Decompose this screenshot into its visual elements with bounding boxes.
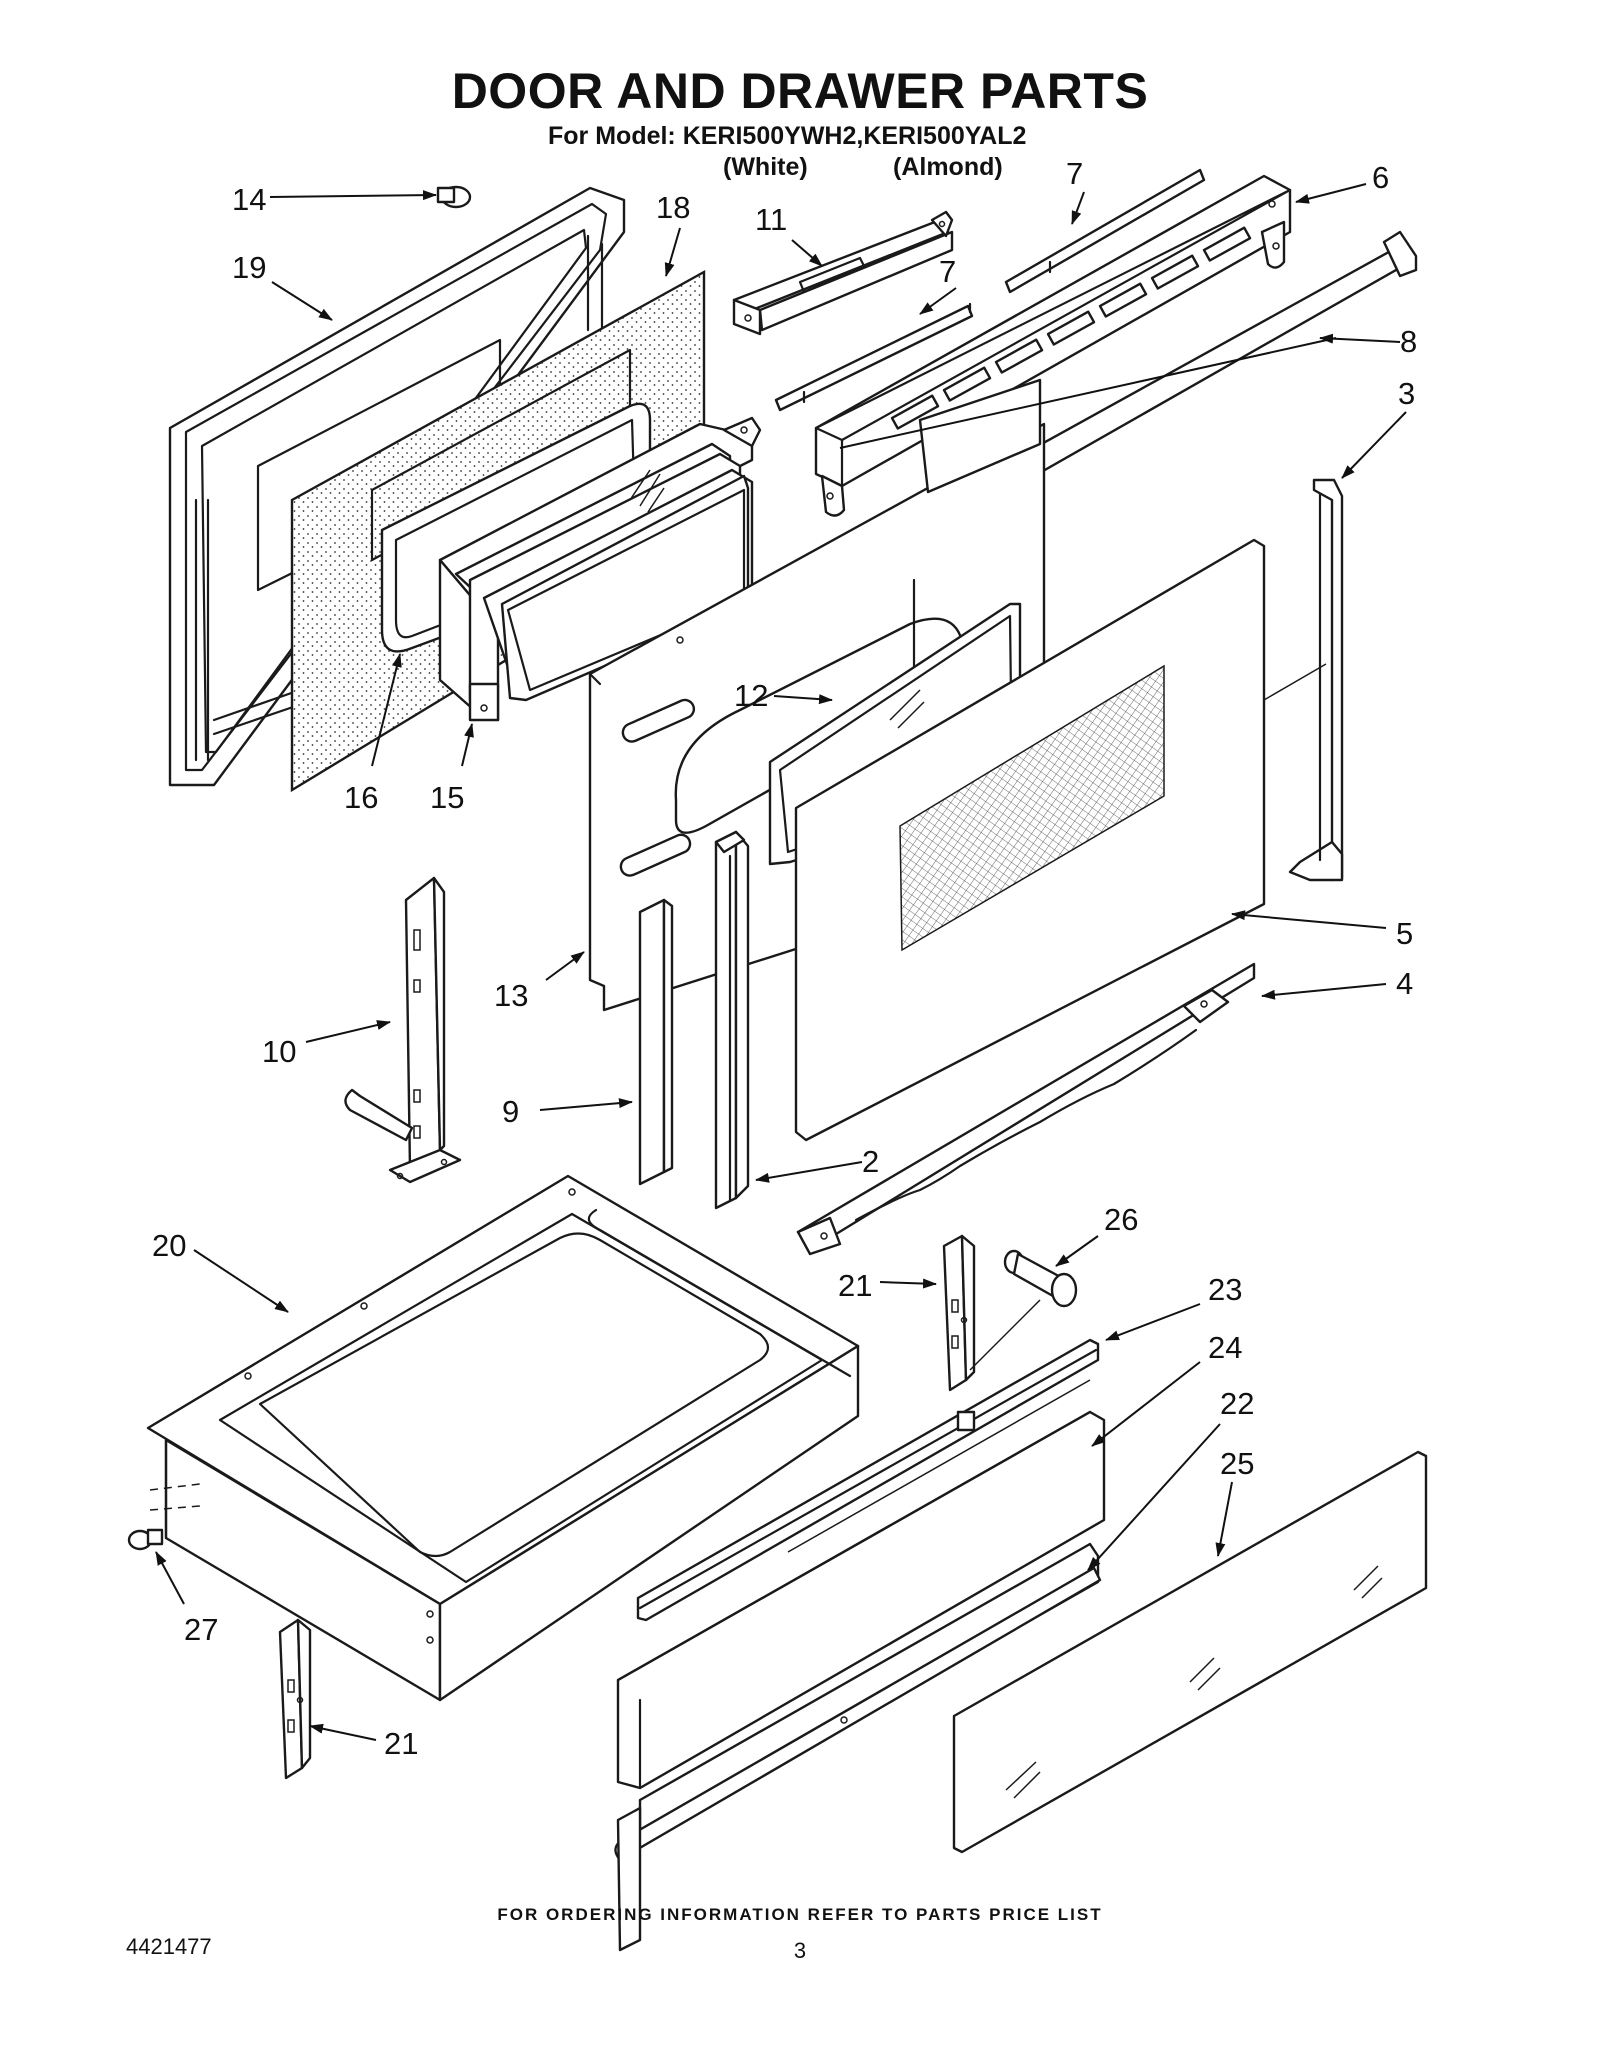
callout-2: 2: [862, 1144, 879, 1179]
outer-door-glass-part: [794, 538, 1266, 1142]
hinge-pin-part: [774, 168, 1206, 412]
callout-26: 26: [1104, 1202, 1138, 1237]
drawer-front-panel-part: [616, 1379, 1106, 1790]
callout-20: 20: [152, 1228, 186, 1263]
drawer-rail-part: [636, 1338, 1100, 1622]
model-line: For Model: KERI500YWH2,KERI500YAL2: [548, 122, 1027, 150]
door-bumper-part: [436, 185, 472, 209]
drawer-glide-part: [969, 1249, 1078, 1371]
callout-9: 9: [502, 1094, 519, 1129]
drawer-slide-right-part: [942, 1234, 976, 1392]
callout-22: 22: [1220, 1386, 1254, 1421]
document-number: 4421477: [126, 1934, 212, 1959]
door-channel-part: [714, 830, 750, 1210]
callout-numbers: 14 19 18 11 7 7 6 8 3 12 16 15 5 4 13 10…: [152, 156, 1417, 1761]
door-side-trim-right-part: [1263, 478, 1344, 882]
callout-13: 13: [494, 978, 528, 1013]
callout-21b: 21: [384, 1726, 418, 1761]
callout-10: 10: [262, 1034, 296, 1069]
variant-almond-label: (Almond): [893, 153, 1003, 181]
drawer-body-part: [146, 1174, 860, 1702]
door-vent-trim-part: [814, 174, 1292, 517]
page-title: DOOR AND DRAWER PARTS: [451, 63, 1149, 119]
variant-white-label: (White): [723, 153, 808, 181]
drawer-glass-part: [952, 1450, 1428, 1854]
callout-8: 8: [1400, 324, 1417, 359]
leader-lines: [155, 183, 1407, 1741]
callout-11: 11: [755, 202, 787, 237]
drawer-stop-screw-part: [127, 1528, 164, 1551]
callout-24: 24: [1208, 1330, 1242, 1365]
callout-6: 6: [1372, 160, 1389, 195]
door-glass-pack-part: [438, 416, 762, 722]
callout-12: 12: [734, 678, 768, 713]
drawer-slide-left-part: [278, 1618, 312, 1780]
callout-7b: 7: [1066, 156, 1083, 191]
callout-5: 5: [1396, 916, 1413, 951]
callout-23: 23: [1208, 1272, 1242, 1307]
latch-bracket-part: [732, 210, 954, 336]
callout-25: 25: [1220, 1446, 1254, 1481]
callout-7a: 7: [939, 254, 956, 289]
door-hinge-channel-part: [796, 962, 1256, 1256]
callout-4: 4: [1396, 966, 1413, 1001]
callout-14: 14: [232, 182, 266, 217]
ordering-note: FOR ORDERING INFORMATION REFER TO PARTS …: [497, 1905, 1103, 1924]
callout-27: 27: [184, 1612, 218, 1647]
callout-15: 15: [430, 780, 464, 815]
callout-19: 19: [232, 250, 266, 285]
callout-18: 18: [656, 190, 690, 225]
door-strip-part: [638, 898, 674, 1186]
callout-21a: 21: [838, 1268, 872, 1303]
door-side-trim-left-part: [344, 876, 462, 1184]
drawer-front-part: [614, 1542, 1102, 1952]
page-number: 3: [793, 1938, 807, 1963]
callout-3: 3: [1398, 376, 1415, 411]
callout-16: 16: [344, 780, 378, 815]
